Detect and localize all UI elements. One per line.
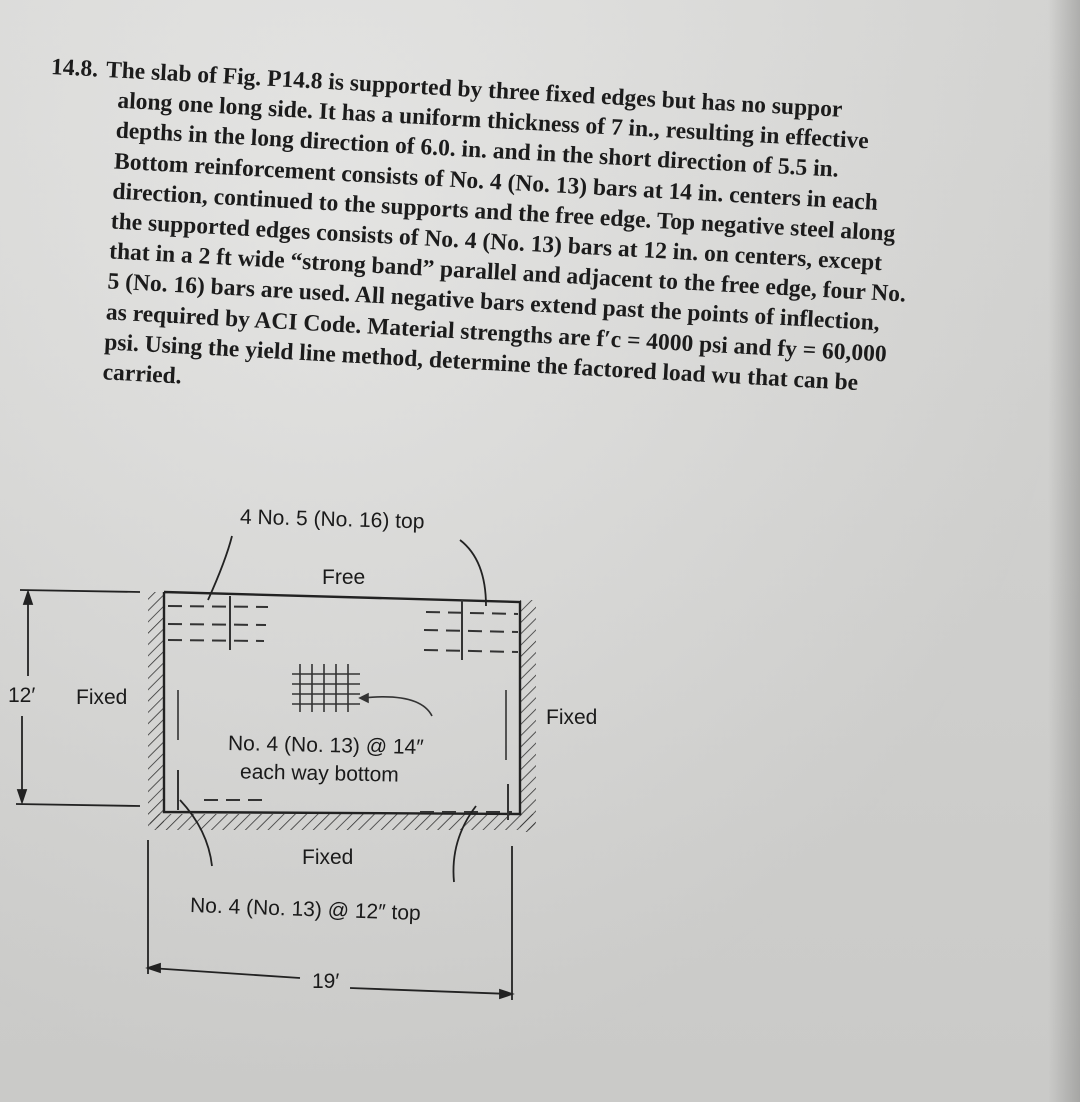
bar-end-marks (177, 596, 509, 820)
dimension-width: 19′ (312, 970, 340, 993)
strong-band-bars (167, 605, 519, 813)
right-fixed-label: Fixed (546, 706, 598, 729)
edge-ticks (177, 690, 507, 760)
bottom-support-hatch (150, 814, 535, 830)
top-bars-label: 4 No. 5 (No. 16) top (239, 505, 425, 534)
left-fixed-label: Fixed (76, 686, 128, 709)
leader-arrows (179, 535, 487, 883)
dimension-lines (15, 589, 515, 1000)
bottom-fixed-label: Fixed (302, 846, 354, 869)
slab-outline (162, 590, 522, 816)
dimension-height: 12′ (8, 684, 36, 707)
left-support-hatch (148, 592, 164, 828)
bottom-bars-label-2: each way bottom (239, 760, 399, 787)
right-support-hatch (520, 600, 536, 832)
page-edge-shadow (1048, 0, 1080, 1102)
bottom-mesh-symbol (292, 664, 433, 717)
free-edge-label: Free (322, 566, 366, 589)
bottom-bars-label: No. 4 (No. 13) @ 14″ (227, 731, 424, 760)
